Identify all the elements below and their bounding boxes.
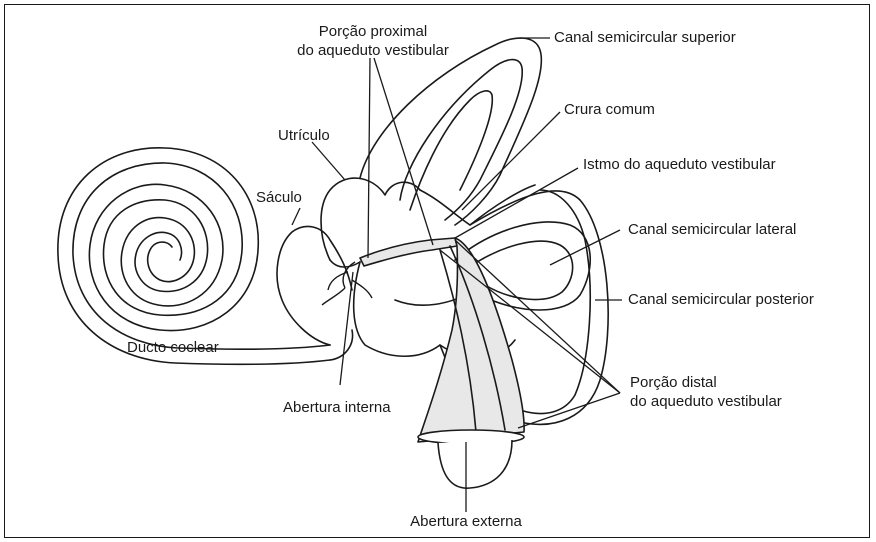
label-abertura-externa: Abertura externa (366, 512, 566, 531)
label-porcao-proximal: Porção proximal do aqueduto vestibular (273, 22, 473, 60)
vestibular-aqueduct-distal (418, 238, 524, 442)
label-porcao-proximal-line2: do aqueduto vestibular (273, 41, 473, 60)
label-crura-comum: Crura comum (564, 100, 655, 119)
label-porcao-proximal-line1: Porção proximal (273, 22, 473, 41)
label-saculo: Sáculo (256, 188, 302, 207)
leader-crura-comum (462, 112, 560, 210)
leader-utriculo (312, 142, 345, 180)
superior-canal-outer (360, 38, 541, 225)
label-istmo: Istmo do aqueduto vestibular (583, 155, 776, 174)
label-ducto-coclear: Ducto coclear (127, 338, 219, 357)
leader-proximal-1 (368, 58, 370, 258)
superior-canal-inner (400, 60, 522, 220)
leader-abertura-interna (340, 272, 353, 385)
cochlear-duct-spiral-outer (58, 148, 330, 364)
leader-saculo (292, 208, 300, 225)
leader-canal-lateral (550, 230, 620, 265)
label-porcao-distal: Porção distal do aqueduto vestibular (630, 373, 782, 411)
label-utriculo: Utrículo (278, 126, 330, 145)
saccule-outline (277, 226, 352, 345)
leader-proximal-2 (374, 58, 433, 245)
label-canal-semicircular-superior: Canal semicircular superior (554, 28, 736, 47)
cochlear-duct-connector (330, 330, 353, 360)
label-porcao-distal-line2: do aqueduto vestibular (630, 392, 782, 411)
endolymphatic-sac (438, 440, 512, 488)
label-canal-semicircular-lateral: Canal semicircular lateral (628, 220, 796, 239)
leader-distal-3 (518, 393, 620, 428)
label-canal-semicircular-posterior: Canal semicircular posterior (628, 290, 814, 309)
label-abertura-interna: Abertura interna (283, 398, 391, 417)
label-porcao-distal-line1: Porção distal (630, 373, 782, 392)
internal-aperture-vessels (322, 262, 372, 305)
